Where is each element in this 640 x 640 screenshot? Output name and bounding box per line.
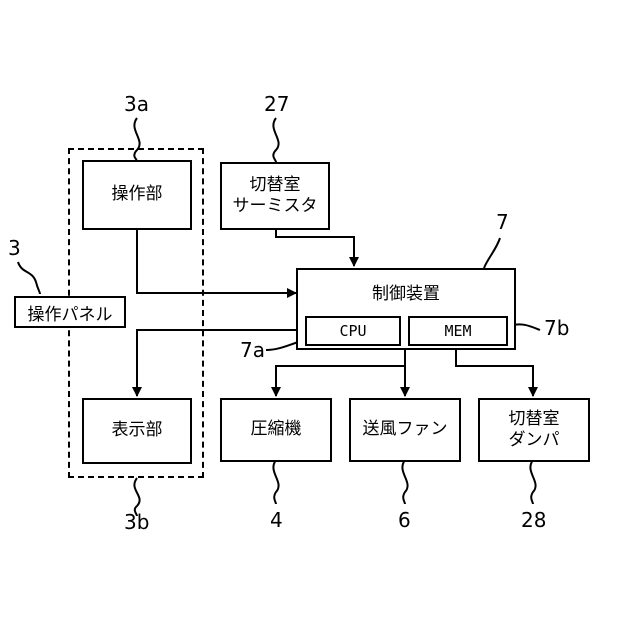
ref-4: 4 — [270, 510, 283, 530]
operation-panel-label: 操作パネル — [14, 296, 126, 328]
ref-7: 7 — [496, 212, 509, 232]
fan-block: 送風ファン — [349, 398, 461, 462]
operation-unit-label: 操作部 — [112, 184, 163, 205]
thermistor-label: 切替室 サーミスタ — [233, 175, 318, 218]
display-unit-label: 表示部 — [112, 420, 163, 441]
arrow-controller-to-outputs — [276, 366, 405, 396]
damper-label: 切替室 ダンパ — [509, 409, 560, 452]
mem-block: MEM — [408, 316, 508, 346]
arrow-controller-to-damper — [456, 346, 533, 396]
operation-panel-text: 操作パネル — [28, 300, 113, 325]
arrow-thermistor-to-controller — [276, 230, 354, 266]
leader-6 — [402, 460, 407, 504]
operation-unit-block: 操作部 — [82, 160, 192, 230]
ref-27: 27 — [264, 94, 289, 114]
fan-label: 送風ファン — [363, 419, 448, 440]
leader-28 — [530, 460, 535, 504]
leader-4 — [273, 460, 278, 504]
ref-7a: 7a — [240, 340, 265, 360]
ref-28: 28 — [521, 510, 546, 530]
controller-label: 制御装置 — [372, 284, 440, 305]
cpu-block: CPU — [305, 316, 401, 346]
compressor-label: 圧縮機 — [251, 419, 302, 440]
leader-7 — [484, 238, 500, 268]
damper-block: 切替室 ダンパ — [478, 398, 590, 462]
cpu-label: CPU — [339, 322, 366, 341]
display-unit-block: 表示部 — [82, 398, 192, 464]
ref-7b: 7b — [544, 318, 569, 338]
thermistor-block: 切替室 サーミスタ — [220, 162, 330, 230]
ref-6: 6 — [398, 510, 411, 530]
ref-3b: 3b — [124, 512, 149, 532]
ref-3a: 3a — [124, 94, 149, 114]
mem-label: MEM — [444, 322, 471, 341]
leader-27 — [273, 118, 278, 162]
leader-3 — [18, 262, 40, 294]
compressor-block: 圧縮機 — [220, 398, 332, 462]
ref-3: 3 — [8, 238, 21, 258]
